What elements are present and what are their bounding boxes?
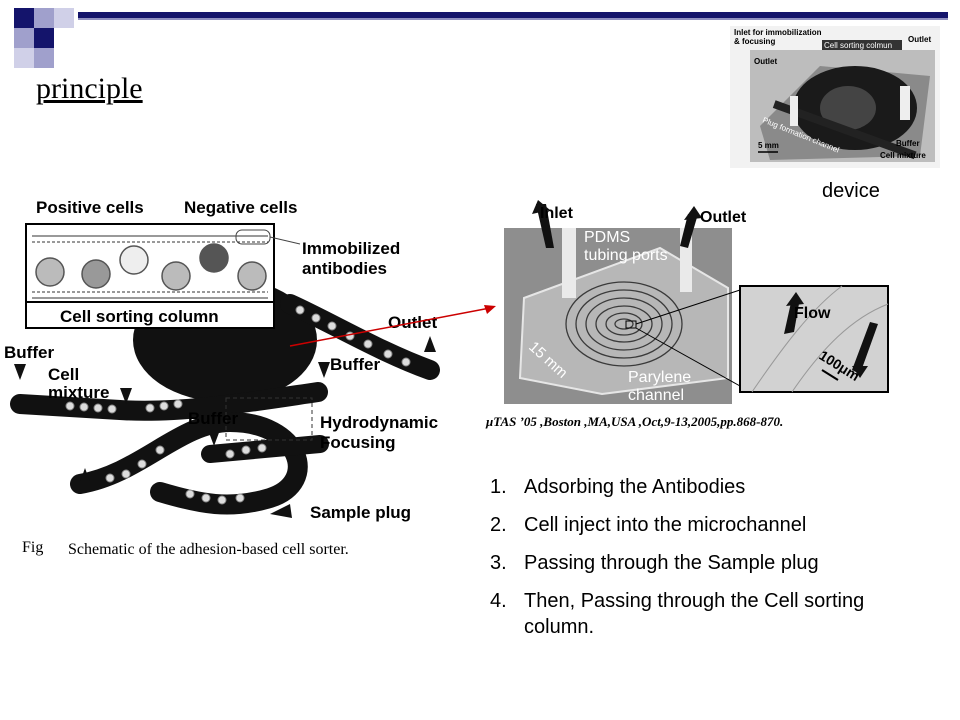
step-number: 3.: [490, 552, 507, 574]
immobilized-label: Immobilized: [302, 239, 400, 258]
corner-square-dark: [14, 8, 34, 28]
step-number: 4.: [490, 590, 507, 612]
step-number: 1.: [490, 476, 507, 498]
negative-cells-label: Negative cells: [184, 198, 297, 217]
list-item: 3. Passing through the Sample plug: [490, 550, 910, 576]
column-label: Cell sorting column: [60, 307, 219, 326]
device-scale-label: 5 mm: [758, 141, 779, 150]
cell-label: Cell: [48, 365, 79, 384]
list-item: 4. Then, Passing through the Cell sorting…: [490, 588, 910, 640]
buffer-mid-label: Buffer: [330, 355, 380, 374]
corner-square-light: [54, 8, 74, 28]
chip-inlet-label: Inlet: [540, 205, 574, 222]
top-rule-shadow: [78, 18, 948, 20]
device-column-label: Cell sorting colmun: [824, 41, 892, 50]
chip-channel-label: channel: [628, 387, 684, 404]
slide-title: principle: [36, 72, 143, 105]
step-text: Adsorbing the Antibodies: [524, 476, 746, 498]
buffer-center-label: Buffer: [188, 409, 238, 428]
hydrodynamic-label: Hydrodynamic: [320, 413, 438, 432]
step-text: Passing through the Sample plug: [524, 552, 819, 574]
antibodies-label: antibodies: [302, 259, 387, 278]
focusing-label: Focusing: [320, 433, 396, 452]
pointer-arrow: [289, 305, 496, 347]
device-outlet-right-label: Outlet: [908, 35, 931, 44]
device-buffer-label: Buffer: [896, 139, 920, 148]
chip-tubing-label: tubing ports: [584, 247, 668, 264]
step-text: Then, Passing through the Cell sorting c…: [524, 590, 865, 638]
device-label: device: [822, 180, 880, 202]
corner-square-light: [34, 48, 54, 68]
chip-parylene-label: Parylene: [628, 369, 691, 386]
device-inlet-label-2: & focusing: [734, 37, 775, 46]
corner-square-light: [14, 48, 34, 68]
buffer-left-label: Buffer: [4, 343, 54, 362]
list-item: 2. Cell inject into the microchannel: [490, 512, 910, 538]
step-text: Cell inject into the microchannel: [524, 514, 807, 536]
chip-outlet-label: Outlet: [700, 209, 747, 226]
chip-pdms-label: PDMS: [584, 229, 630, 246]
corner-square-light: [34, 8, 54, 28]
corner-square-dark: [34, 28, 54, 48]
device-inlet-label: Inlet for immobilization: [734, 28, 822, 37]
top-rule: [78, 12, 948, 18]
schematic-figure: Positive cells Negative cells Immobilize…: [4, 198, 440, 558]
device-outlet-left-label: Outlet: [754, 57, 777, 66]
mixture-label: mixture: [48, 383, 109, 402]
steps-list: 1. Adsorbing the Antibodies 2. Cell inject…: [490, 474, 910, 652]
list-item: 1. Adsorbing the Antibodies: [490, 474, 910, 500]
citation: μTAS ’05 ,Boston ,MA,USA ,Oct,9-13,2005,…: [486, 414, 784, 429]
device-mixture-label: Cell mixture: [880, 151, 926, 160]
positive-cells-label: Positive cells: [36, 198, 144, 217]
corner-square-light: [14, 28, 34, 48]
sample-plug-label: Sample plug: [310, 503, 411, 522]
chip-photo: Inlet Outlet PDMS tubing ports 15 mm Par…: [492, 198, 892, 404]
fig-prefix: Fig: [22, 539, 43, 556]
device-photo: Inlet for immobilization & focusing Cell…: [730, 26, 940, 168]
schematic-caption: Schematic of the adhesion-based cell sor…: [68, 541, 349, 558]
step-number: 2.: [490, 514, 507, 536]
chip-flow-label: Flow: [794, 305, 831, 322]
